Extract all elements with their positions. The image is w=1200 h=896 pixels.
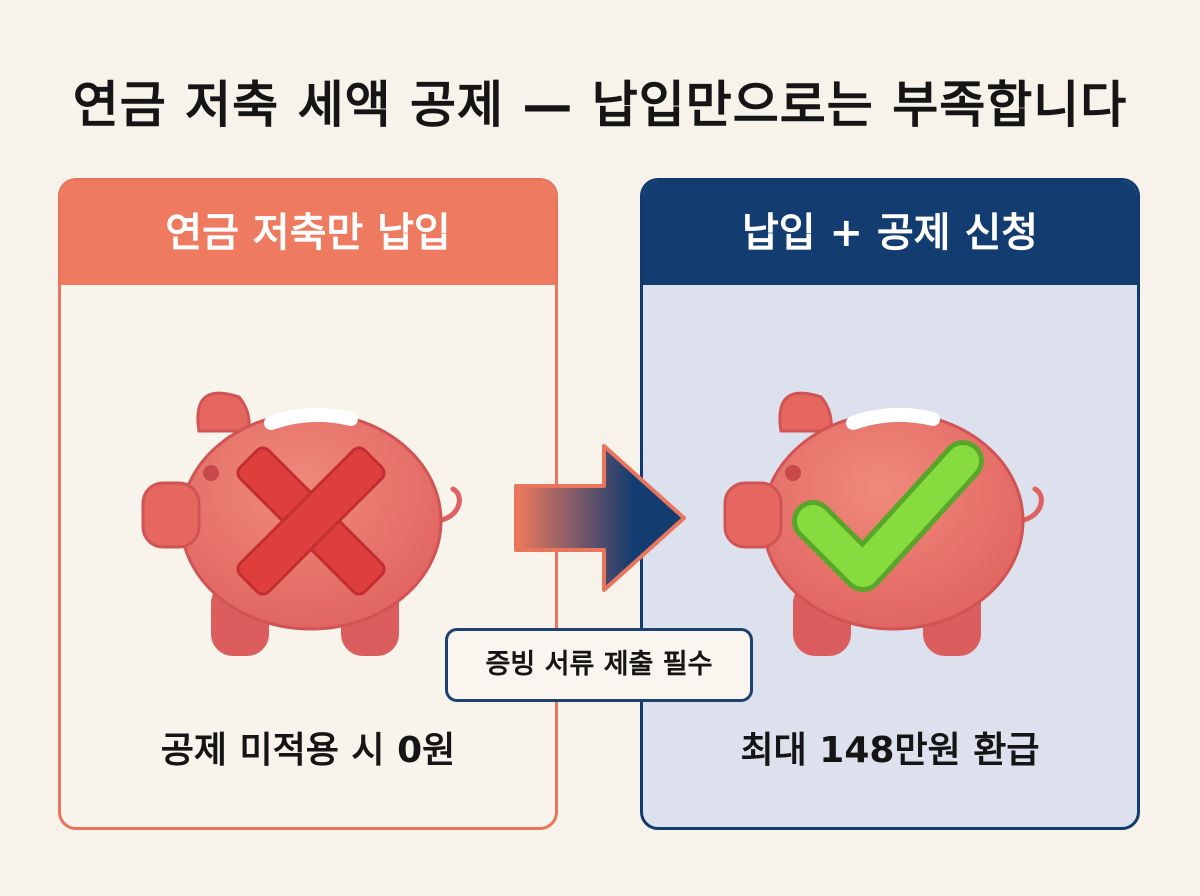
panel-contribution-only: 연금 저축만 납입 공제 미적용 시 0원 — [58, 178, 558, 830]
caption-no-deduction: 공제 미적용 시 0원 — [160, 730, 456, 771]
caption-max-refund: 최대 148만원 환급 — [740, 730, 1040, 771]
required-documents-badge: 증빙 서류 제출 필수 — [445, 628, 753, 702]
piggy-bank-x-icon — [141, 391, 462, 656]
panel-header-contribution-only: 연금 저축만 납입 — [61, 181, 555, 285]
panel-contribution-with-deduction: 납입 + 공제 신청 최대 148만원 환급 — [640, 178, 1140, 830]
panel-header-with-deduction: 납입 + 공제 신청 — [643, 181, 1137, 285]
piggy-bank-check-icon — [723, 391, 1044, 656]
page-title: 연금 저축 세액 공제 — 납입만으로는 부족합니다 — [72, 76, 1128, 134]
arrow-right-icon — [514, 444, 686, 592]
